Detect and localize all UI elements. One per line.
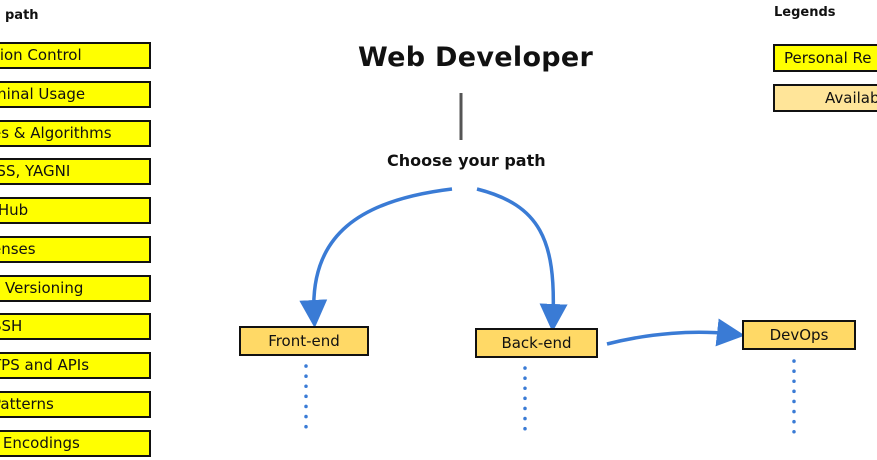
topic-github[interactable]: tHub <box>0 197 151 224</box>
topic-label: r Encodings <box>0 434 80 452</box>
topic-label: minal Usage <box>0 85 86 103</box>
legend-label: Availab <box>825 89 877 107</box>
topic-solid-kiss-yagni[interactable]: ISS, YAGNI <box>0 158 151 185</box>
arrow-to-backend <box>476 187 568 332</box>
node-label: Back-end <box>501 334 572 352</box>
topic-ssh[interactable]: SSH <box>0 313 151 340</box>
topic-character-encodings[interactable]: r Encodings <box>0 430 151 457</box>
topic-licenses[interactable]: enses <box>0 236 151 263</box>
arrow-to-devops <box>606 318 745 347</box>
topic-design-patterns[interactable]: Patterns <box>0 391 151 418</box>
topic-semantic-versioning[interactable]: c Versioning <box>0 275 151 302</box>
topic-version-control[interactable]: sion Control <box>0 42 151 69</box>
topic-label: enses <box>0 240 36 258</box>
node-label: DevOps <box>769 326 829 344</box>
topic-data-structures[interactable]: es & Algorithms <box>0 120 151 147</box>
choose-path-label: Choose your path <box>387 151 546 170</box>
topic-https-apis[interactable]: TPS and APIs <box>0 352 151 379</box>
legend-label: Personal Re <box>784 49 872 67</box>
topic-label: SSH <box>0 317 23 335</box>
topic-terminal-usage[interactable]: minal Usage <box>0 81 151 108</box>
legend-title: Legends <box>774 5 836 20</box>
topic-label: es & Algorithms <box>0 124 112 142</box>
node-backend[interactable]: Back-end <box>475 328 598 358</box>
topic-label: sion Control <box>0 46 82 64</box>
topic-label: tHub <box>0 201 29 219</box>
legend-personal-recommendation: Personal Re <box>773 44 877 72</box>
node-frontend[interactable]: Front-end <box>239 326 369 356</box>
topic-label: ISS, YAGNI <box>0 162 71 180</box>
node-label: Front-end <box>268 332 340 350</box>
arrow-to-frontend <box>299 187 453 328</box>
node-devops[interactable]: DevOps <box>742 320 856 350</box>
topic-label: Patterns <box>0 395 54 413</box>
topic-label: c Versioning <box>0 279 84 297</box>
legend-available: Availab <box>773 84 877 112</box>
page-title: Web Developer <box>358 42 594 73</box>
topic-label: TPS and APIs <box>0 356 90 374</box>
left-panel-title: path <box>5 8 39 23</box>
